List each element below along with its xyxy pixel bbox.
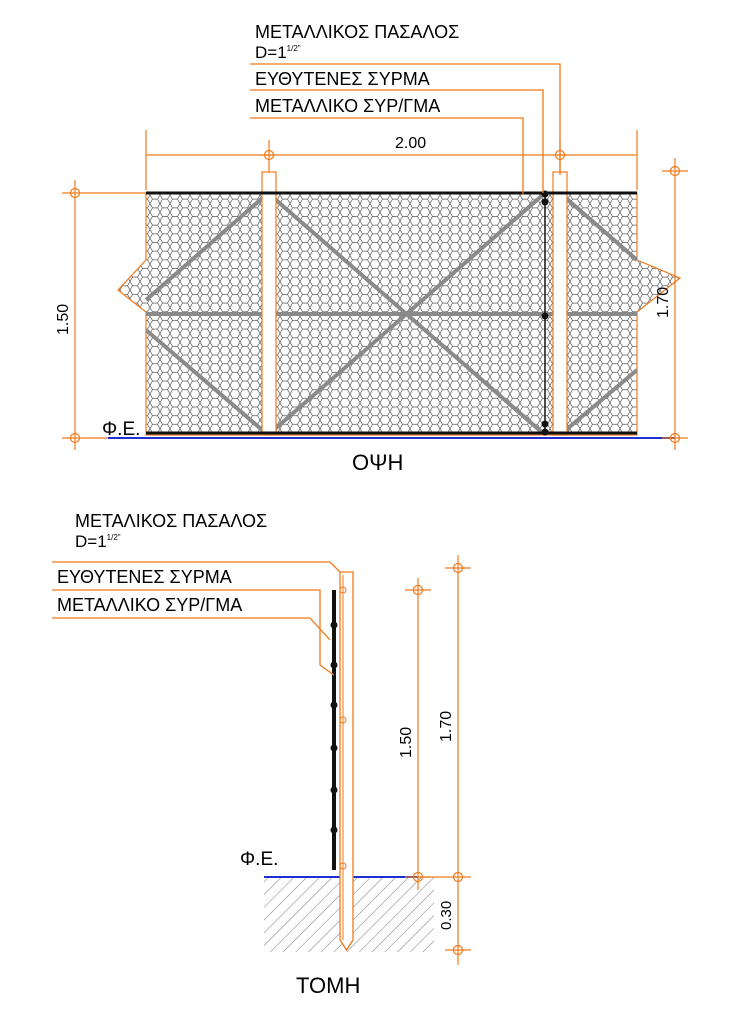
section-mesh-ties	[330, 621, 338, 834]
elevation-view-title: ΟΨΗ	[352, 450, 403, 475]
elevation-dim-height-left	[62, 180, 146, 450]
elevation-dim-height-right	[662, 158, 688, 450]
section-dim-mesh-height-value: 1.50	[398, 727, 415, 758]
section-label-post-diameter: D=11/2"	[75, 532, 121, 551]
elevation-dim-width-value: 2.00	[395, 135, 426, 152]
section-view: ΜΕΤΑΛΙΚΟΣ ΠΑΣΑΛΟΣ D=11/2" ΕΥΘΥΤΕΝΕΣ ΣΥΡΜ…	[52, 511, 471, 998]
elevation-post-right	[552, 171, 568, 436]
elevation-ground-label: Φ.Ε.	[102, 419, 140, 440]
elevation-view: Φ.Ε. ΜΕΤΑΛΛΙΚΟΣ ΠΑΣΑΛΟΣ D=11/2" ΕΥΘΥΤΕΝΕ…	[55, 22, 688, 475]
elevation-label-post-diameter: D=11/2"	[255, 43, 301, 62]
section-post	[339, 571, 354, 952]
elevation-label-wire-mesh: ΜΕΤΑΛΛΙΚΟ ΣΥΡ/ΓΜΑ	[255, 96, 440, 116]
section-leaders	[52, 561, 341, 676]
elevation-label-post: ΜΕΤΑΛΛΙΚΟΣ ΠΑΣΑΛΟΣ	[255, 22, 459, 42]
elevation-post-left	[261, 171, 277, 436]
section-dim-embed-value: 0.30	[438, 901, 455, 930]
section-label-post: ΜΕΤΑΛΙΚΟΣ ΠΑΣΑΛΟΣ	[75, 511, 267, 531]
elevation-dim-height-left-value: 1.50	[55, 304, 72, 335]
elevation-leaders	[250, 63, 561, 195]
elevation-label-tension-wire: ΕΥΘΥΤΕΝΕΣ ΣΥΡΜΑ	[255, 69, 430, 89]
section-label-tension-wire: ΕΥΘΥΤΕΝΕΣ ΣΥΡΜΑ	[57, 567, 232, 587]
elevation-braces	[144, 193, 639, 435]
elevation-dim-height-right-value: 1.70	[655, 287, 672, 318]
section-view-title: ΤΟΜΗ	[296, 973, 360, 998]
section-dim-post-height-value: 1.70	[438, 711, 455, 742]
section-label-wire-mesh: ΜΕΤΑΛΛΙΚΟ ΣΥΡ/ΓΜΑ	[57, 595, 242, 615]
elevation-dim-width	[145, 130, 638, 190]
section-dim-post-height	[418, 555, 471, 965]
section-ground-label: Φ.Ε.	[240, 849, 278, 870]
